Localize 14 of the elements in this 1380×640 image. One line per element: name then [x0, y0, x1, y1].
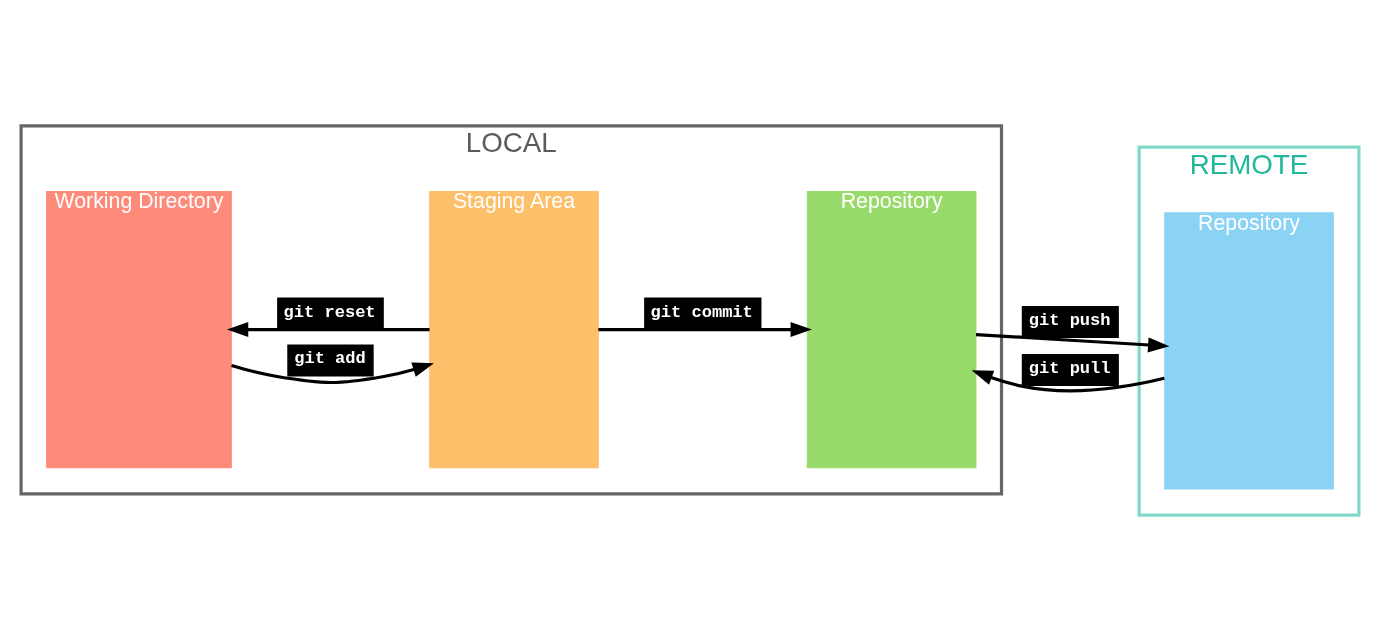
arrow [226, 321, 430, 337]
edge-label: git push [1028, 310, 1111, 330]
arrow [975, 332, 1170, 352]
edge-label: git pull [1028, 358, 1111, 378]
node-box: Staging Area [429, 190, 599, 468]
arrow [598, 321, 812, 337]
node-box: Repository [1164, 211, 1334, 490]
arrow [971, 369, 1165, 392]
arrow [231, 361, 434, 384]
node-box: Repository [806, 190, 977, 468]
edge-label: git add [294, 348, 366, 368]
edge-label: git reset [283, 302, 376, 322]
node-box: Working Directory [46, 190, 232, 468]
edge-label: git commit [650, 302, 753, 322]
